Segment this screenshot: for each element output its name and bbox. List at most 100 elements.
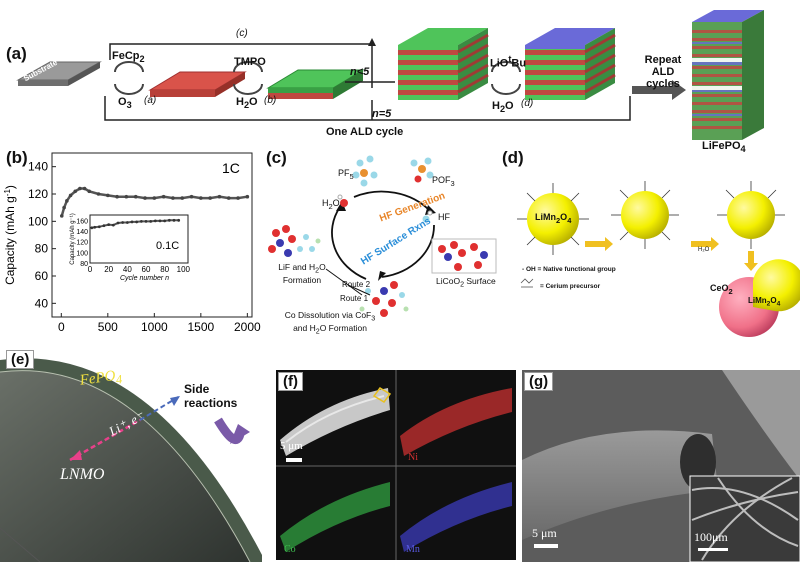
- data-point-01c: [167, 218, 171, 222]
- inset-y-tick-label: 160: [76, 218, 88, 225]
- co-label: Co: [284, 544, 296, 555]
- inset-y-tick-label: 120: [76, 240, 88, 247]
- data-point-01c: [163, 219, 167, 223]
- panel-e-label: (e): [6, 350, 35, 369]
- route2-label: Route 2: [342, 280, 371, 289]
- data-point-1c: [124, 194, 129, 199]
- data-point-01c: [177, 218, 181, 222]
- pf5-label: PF5: [338, 168, 354, 181]
- data-point-1c: [82, 186, 87, 191]
- panel-a: (a): [0, 0, 800, 145]
- inset-y-tick-label: 100: [76, 250, 88, 257]
- data-point-1c: [87, 189, 92, 194]
- data-point-1c: [180, 196, 185, 200]
- data-point-01c: [139, 220, 143, 223]
- legend-oh-label: - OH = Native functional group: [522, 266, 616, 273]
- inset-x-tick-label: 100: [177, 265, 191, 274]
- data-point-1c: [106, 193, 110, 198]
- data-point-01c: [130, 220, 134, 224]
- pof3-label: POF3: [432, 175, 455, 188]
- f-scale-label: 5 μm: [280, 440, 303, 452]
- g-scale-label: 5 μm: [532, 526, 557, 540]
- hf-reaction-diagram: [268, 155, 497, 317]
- lnmo-label: LNMO: [60, 466, 105, 483]
- inset-frame: [89, 214, 189, 264]
- panel-e: (e) FePO4 Li⁺, e⁻ LNMO Side reactions: [0, 350, 262, 562]
- data-point-01c: [97, 225, 101, 229]
- sphere-bare: [517, 183, 589, 255]
- data-point-1c: [189, 194, 194, 199]
- data-point-1c: [65, 199, 69, 203]
- panel-g-label: (g): [524, 372, 554, 391]
- inset-x-tick-label: 0: [88, 265, 93, 274]
- panel-b-label: (b): [6, 148, 28, 167]
- data-point-1c: [226, 196, 231, 200]
- data-point-01c: [107, 223, 111, 226]
- x-tick-label: 1500: [187, 320, 214, 334]
- lifepo4-label: LiFePO4: [702, 140, 746, 155]
- route1-label: Route 1: [340, 294, 369, 303]
- panel-c-label: (c): [266, 148, 287, 167]
- n-less-5-label: n<5: [350, 66, 370, 78]
- data-point-1c: [161, 194, 166, 199]
- sphere-precursor: [611, 181, 679, 249]
- h2o-b-label: H2O: [236, 96, 258, 111]
- y-tick-label: 80: [35, 242, 49, 256]
- ni-label: Ni: [408, 452, 418, 463]
- g-inset-scale-label: 100μm: [694, 530, 728, 544]
- data-point-01c: [116, 221, 120, 225]
- sphere-coated: [719, 259, 800, 337]
- data-point-01c: [144, 220, 148, 223]
- data-point-01c: [158, 219, 162, 223]
- data-point-01c: [90, 226, 94, 230]
- repeat-arrow: [632, 80, 686, 100]
- data-point-01c: [121, 221, 125, 224]
- data-point-01c: [149, 220, 153, 223]
- lif-formation-label: LiF and H2O Formation: [278, 262, 326, 285]
- inset-y-tick-label: 80: [80, 261, 88, 268]
- x-tick-label: 1000: [141, 320, 168, 334]
- x-tick-label: 2000: [234, 320, 261, 334]
- data-point-01c: [125, 221, 129, 224]
- mn-label: Mn: [406, 544, 420, 555]
- multilayer-cube-2: [525, 28, 616, 100]
- liotbu-label: LiOtBu: [490, 54, 527, 70]
- y-axis-label: Capacity (mAh g-1): [3, 185, 18, 285]
- fecp2-label: FeCp2: [112, 50, 145, 65]
- lnmo-particle-render: [0, 358, 262, 562]
- y-tick-label: 140: [28, 160, 48, 174]
- hf-molecule: [422, 210, 433, 223]
- data-point-01c: [135, 220, 139, 224]
- rate-label-1c: 1C: [222, 160, 240, 176]
- cof3-cluster: [359, 281, 409, 317]
- data-point-1c: [217, 194, 222, 199]
- ald-schematic: [16, 10, 764, 140]
- cycle-arrow-b: [233, 61, 263, 95]
- step-b-label: (b): [264, 95, 277, 106]
- pof3-molecule: [410, 157, 434, 183]
- rate-label-01c: 0.1C: [156, 240, 179, 252]
- data-point-1c: [152, 196, 157, 200]
- inset-x-tick-label: 40: [123, 265, 132, 274]
- cycle-arrow-a: [114, 61, 144, 95]
- legend-cerium-label: = Cerium precursor: [540, 283, 601, 290]
- x-tick-label: 500: [98, 320, 118, 334]
- data-point-1c: [115, 194, 119, 199]
- arrow-2: [691, 237, 719, 251]
- data-point-1c: [245, 194, 250, 199]
- data-point-1c: [208, 196, 212, 200]
- y-tick-label: 60: [35, 269, 49, 283]
- n-equals-5-label: n=5: [372, 108, 392, 120]
- data-point-01c: [172, 218, 176, 222]
- loop-lines: [104, 43, 631, 121]
- cerium-precursor-icon: [520, 278, 534, 288]
- inset-x-tick-label: 80: [160, 265, 169, 274]
- h2o-d-label: H2O: [492, 100, 514, 115]
- licoo2-cluster: [431, 238, 497, 274]
- x-tick-label: 0: [58, 320, 65, 334]
- inset-y-axis-label: Capacity (mAh g⁻¹): [70, 213, 76, 265]
- panel-d-label: (d): [502, 148, 524, 167]
- ceo2-label: CeO2: [710, 283, 733, 296]
